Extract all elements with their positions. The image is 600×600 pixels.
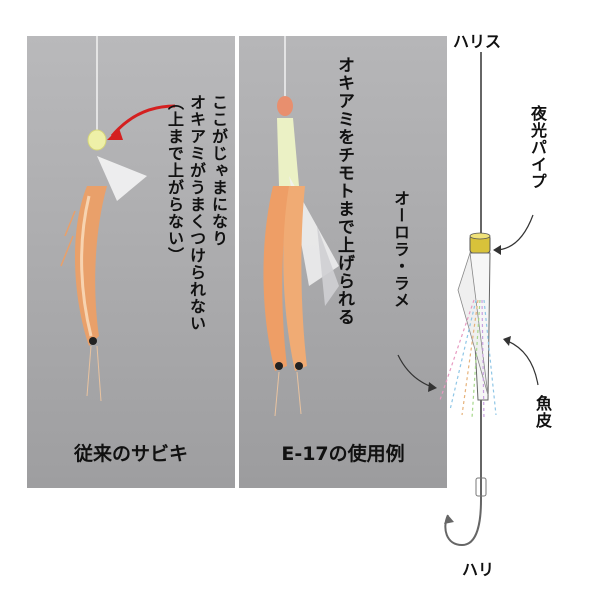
photo-e17-example: オキアミをチモトまで上げられる E-17の使用例 xyxy=(239,36,447,488)
rig-diagram xyxy=(397,52,539,547)
hook-barb xyxy=(444,515,454,524)
skin-pointer-arrow xyxy=(504,339,539,386)
e17-rig-illustration xyxy=(263,36,339,417)
fish-skin-fold xyxy=(457,252,489,396)
harisu-label: ハリス xyxy=(453,32,502,51)
fish-skin-label: 魚皮 xyxy=(533,395,552,429)
conventional-rig-illustration xyxy=(60,36,176,402)
skin-pointer-head xyxy=(503,336,511,346)
annotation-line: オキアミをチモトまで上げられる xyxy=(334,56,354,326)
annotation-line: オキアミがうまくつけられない xyxy=(187,94,206,332)
photo-conventional-sabiki: ここがじゃまになり オキアミがうまくつけられない （上まで上がらない） 従来のサ… xyxy=(27,36,235,488)
aurora-pointer-head xyxy=(428,382,437,392)
annotation-line: ここがじゃまになり xyxy=(209,94,228,247)
hook-icon xyxy=(444,495,482,547)
annotation-line: （上まで上がらない） xyxy=(165,94,184,264)
hook-knot xyxy=(475,477,487,497)
pipe-top xyxy=(469,232,491,240)
aurora-lame-label: オーロラ・ラメ xyxy=(391,190,410,309)
caption-conventional: 従来のサビキ xyxy=(73,443,188,465)
pipe-pointer-arrow xyxy=(494,214,534,251)
luminous-pipe-label: 夜光パイプ xyxy=(528,105,547,190)
hari-label: ハリ xyxy=(462,560,495,579)
aurora-lame-icon xyxy=(439,299,497,421)
conventional-annotation: ここがじゃまになり オキアミがうまくつけられない （上まで上がらない） xyxy=(163,94,229,332)
pipe-pointer-head xyxy=(493,245,501,255)
caption-e17: E-17の使用例 xyxy=(281,443,405,465)
e17-annotation: オキアミをチモトまで上げられる xyxy=(333,56,355,326)
